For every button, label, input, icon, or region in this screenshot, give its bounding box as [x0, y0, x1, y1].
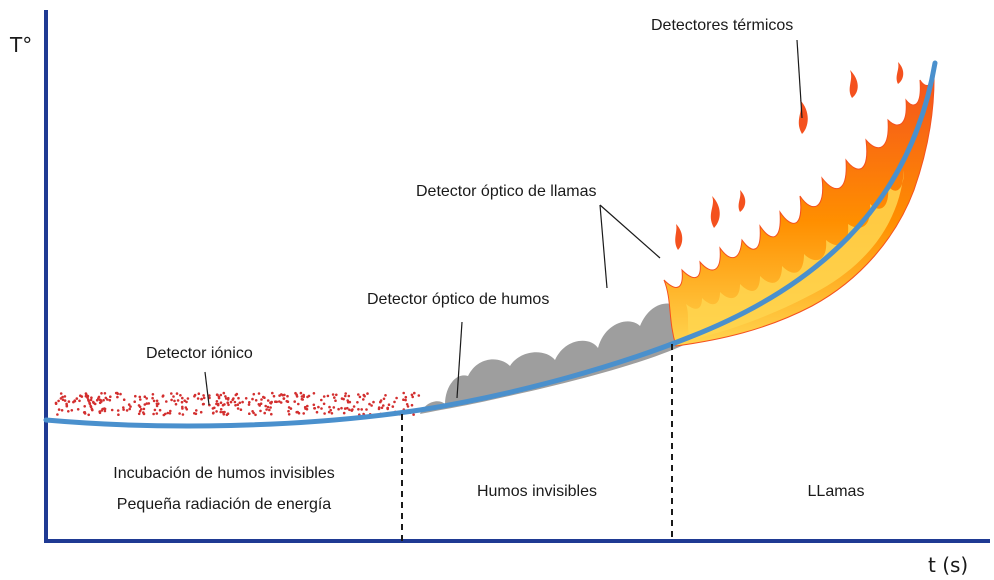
flames — [663, 62, 935, 347]
x-axis-label: t (s) — [928, 553, 968, 577]
flame-pointer-a — [599, 204, 608, 289]
label-smoke-detector: Detector óptico de humos — [367, 291, 549, 308]
label-incubation-line1: Incubación de humos invisibles — [113, 465, 334, 482]
thermal-pointer — [796, 39, 803, 119]
y-axis-label: T° — [9, 33, 32, 57]
label-incubation-line2: Pequeña radiación de energía — [117, 496, 331, 513]
label-flames-phase: LLamas — [808, 483, 865, 500]
label-ionic-detector: Detector iónico — [146, 345, 253, 362]
smoke-cloud — [420, 303, 684, 414]
ionic-pointer — [204, 371, 210, 406]
temperature-curve — [43, 60, 938, 429]
label-visible-smoke: Humos invisibles — [477, 483, 597, 500]
label-flame-detector: Detector óptico de llamas — [416, 183, 597, 200]
flame-pointer-b — [599, 204, 661, 259]
label-thermal-detectors: Detectores térmicos — [651, 17, 793, 34]
smoke-pointer — [456, 321, 463, 399]
invisible-particles — [54, 391, 421, 417]
